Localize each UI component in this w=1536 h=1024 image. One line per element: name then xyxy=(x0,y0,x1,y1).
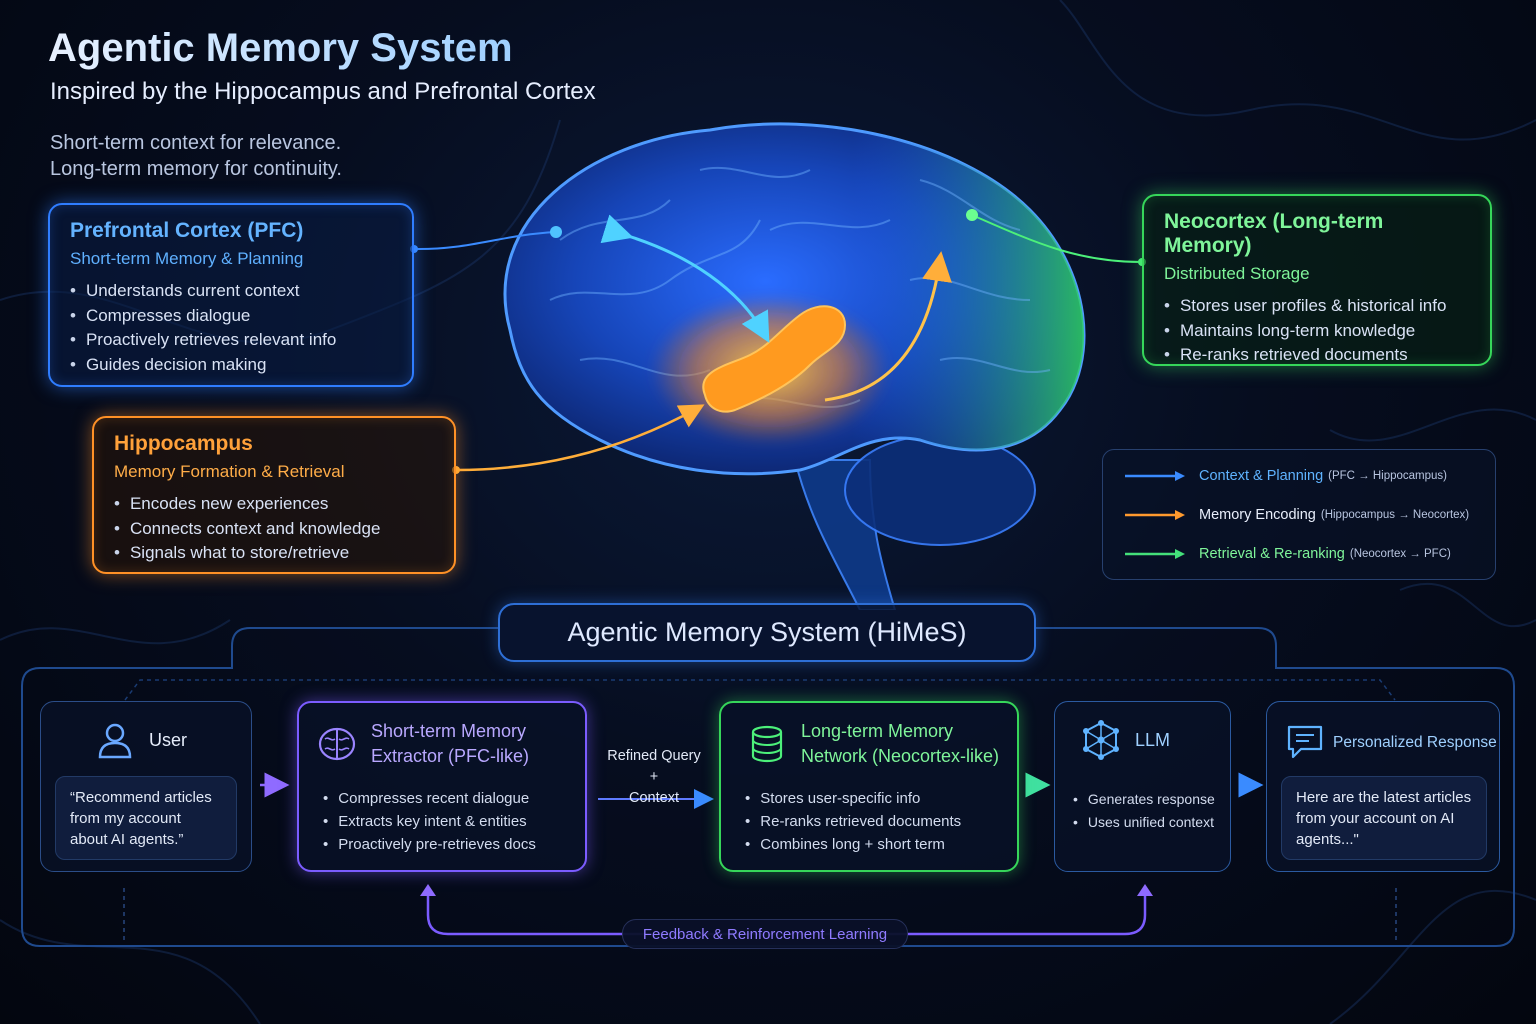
pfc-item: Guides decision making xyxy=(70,353,392,378)
neocortex-item: Maintains long-term knowledge xyxy=(1164,319,1470,344)
legend-label: Context & Planning xyxy=(1199,468,1324,484)
stm-item: Extracts key intent & entities xyxy=(323,810,536,833)
tagline: Short-term context for relevance. Long-t… xyxy=(50,130,342,182)
long-term-memory-node: Long-term Memory Network (Neocortex-like… xyxy=(719,701,1019,872)
page-title: Agentic Memory System xyxy=(48,26,513,70)
refined-line-3: Context xyxy=(629,790,679,806)
response-label: Personalized Response xyxy=(1333,733,1497,751)
pfc-subtitle: Short-term Memory & Planning xyxy=(70,249,304,268)
hip-connector xyxy=(455,404,705,472)
neocortex-subtitle: Distributed Storage xyxy=(1164,264,1310,283)
legend-row-context: Context & Planning (PFC → Hippocampus) xyxy=(1123,466,1447,486)
neocortex-title: Neocortex (Long-term Memory) xyxy=(1164,210,1384,257)
tagline-line-1: Short-term context for relevance. xyxy=(50,132,342,154)
legend-label: Retrieval & Re-ranking xyxy=(1199,546,1345,562)
refined-line-2: + xyxy=(649,769,659,785)
brain-illustration xyxy=(503,122,1086,610)
refined-query-label: Refined Query + Context xyxy=(598,746,710,809)
arrow-right-icon xyxy=(1125,510,1185,520)
page-subtitle: Inspired by the Hippocampus and Prefront… xyxy=(50,78,596,105)
ltm-label-2: Network (Neocortex-like) xyxy=(801,746,1000,766)
llm-label: LLM xyxy=(1135,729,1171,750)
stm-label-1: Short-term Memory xyxy=(371,721,527,741)
neocortex-item: Re-ranks retrieved documents xyxy=(1164,343,1470,368)
tagline-line-2: Long-term memory for continuity. xyxy=(50,158,342,180)
neocortex-card: Neocortex (Long-term Memory) Distributed… xyxy=(1142,194,1492,366)
context-planning-arrow xyxy=(600,214,770,343)
user-quote: “Recommend articles from my account abou… xyxy=(55,776,237,860)
pfc-title: Prefrontal Cortex (PFC) xyxy=(70,219,304,242)
ltm-item: Re-ranks retrieved documents xyxy=(745,810,961,833)
pfc-card: Prefrontal Cortex (PFC) Short-term Memor… xyxy=(48,203,414,387)
stm-label-2: Extractor (PFC-like) xyxy=(371,746,530,766)
user-icon xyxy=(98,723,132,759)
user-label: User xyxy=(149,729,188,750)
stm-item: Proactively pre-retrieves docs xyxy=(323,833,536,856)
hippocampus-card: Hippocampus Memory Formation & Retrieval… xyxy=(92,416,456,574)
pfc-item: Understands current context xyxy=(70,279,392,304)
pfc-item: Compresses dialogue xyxy=(70,304,392,329)
short-term-memory-node: Short-term Memory Extractor (PFC-like) C… xyxy=(297,701,587,872)
pfc-item: Proactively retrieves relevant info xyxy=(70,328,392,353)
arrow-right-icon xyxy=(1125,549,1185,559)
ltm-item: Stores user-specific info xyxy=(745,787,961,810)
response-node: Personalized Response Here are the lates… xyxy=(1266,701,1500,872)
network-icon xyxy=(1083,720,1119,760)
legend-row-retrieval: Retrieval & Re-ranking (Neocortex → PFC) xyxy=(1123,544,1451,564)
pfc-connector xyxy=(413,231,557,251)
hippocampus-subtitle: Memory Formation & Retrieval xyxy=(114,462,345,481)
hippocampus-item: Encodes new experiences xyxy=(114,492,434,517)
hippocampus-title: Hippocampus xyxy=(114,432,253,455)
llm-item: Uses unified context xyxy=(1073,811,1215,834)
system-title: Agentic Memory System (HiMeS) xyxy=(498,603,1036,662)
chat-icon xyxy=(1287,725,1323,759)
hippocampus-shape xyxy=(702,305,847,413)
legend: Context & Planning (PFC → Hippocampus) M… xyxy=(1102,449,1496,580)
stm-item: Compresses recent dialogue xyxy=(323,787,536,810)
neocortex-item: Stores user profiles & historical info xyxy=(1164,294,1470,319)
legend-detail: (Neocortex → PFC) xyxy=(1349,548,1451,560)
legend-row-encoding: Memory Encoding (Hippocampus → Neocortex… xyxy=(1123,505,1469,525)
database-icon xyxy=(751,725,783,763)
refined-line-1: Refined Query xyxy=(607,748,701,764)
llm-item: Generates response xyxy=(1073,788,1215,811)
user-node: User “Recommend articles from my account… xyxy=(40,701,252,872)
hippocampus-item: Signals what to store/retrieve xyxy=(114,541,434,566)
hippocampus-item: Connects context and knowledge xyxy=(114,517,434,542)
legend-detail: (Hippocampus → Neocortex) xyxy=(1320,509,1470,521)
neo-connector xyxy=(971,214,1143,263)
ltm-label-1: Long-term Memory xyxy=(801,721,954,741)
arrow-right-icon xyxy=(1125,471,1185,481)
legend-label: Memory Encoding xyxy=(1199,507,1316,523)
legend-detail: (PFC → Hippocampus) xyxy=(1328,470,1448,482)
encoding-arrow xyxy=(824,251,952,402)
response-quote: Here are the latest articles from your a… xyxy=(1281,776,1487,860)
brain-icon xyxy=(318,727,356,761)
ltm-item: Combines long + short term xyxy=(745,833,961,856)
llm-node: LLM Generates response Uses unified cont… xyxy=(1054,701,1231,872)
feedback-label: Feedback & Reinforcement Learning xyxy=(622,919,908,949)
